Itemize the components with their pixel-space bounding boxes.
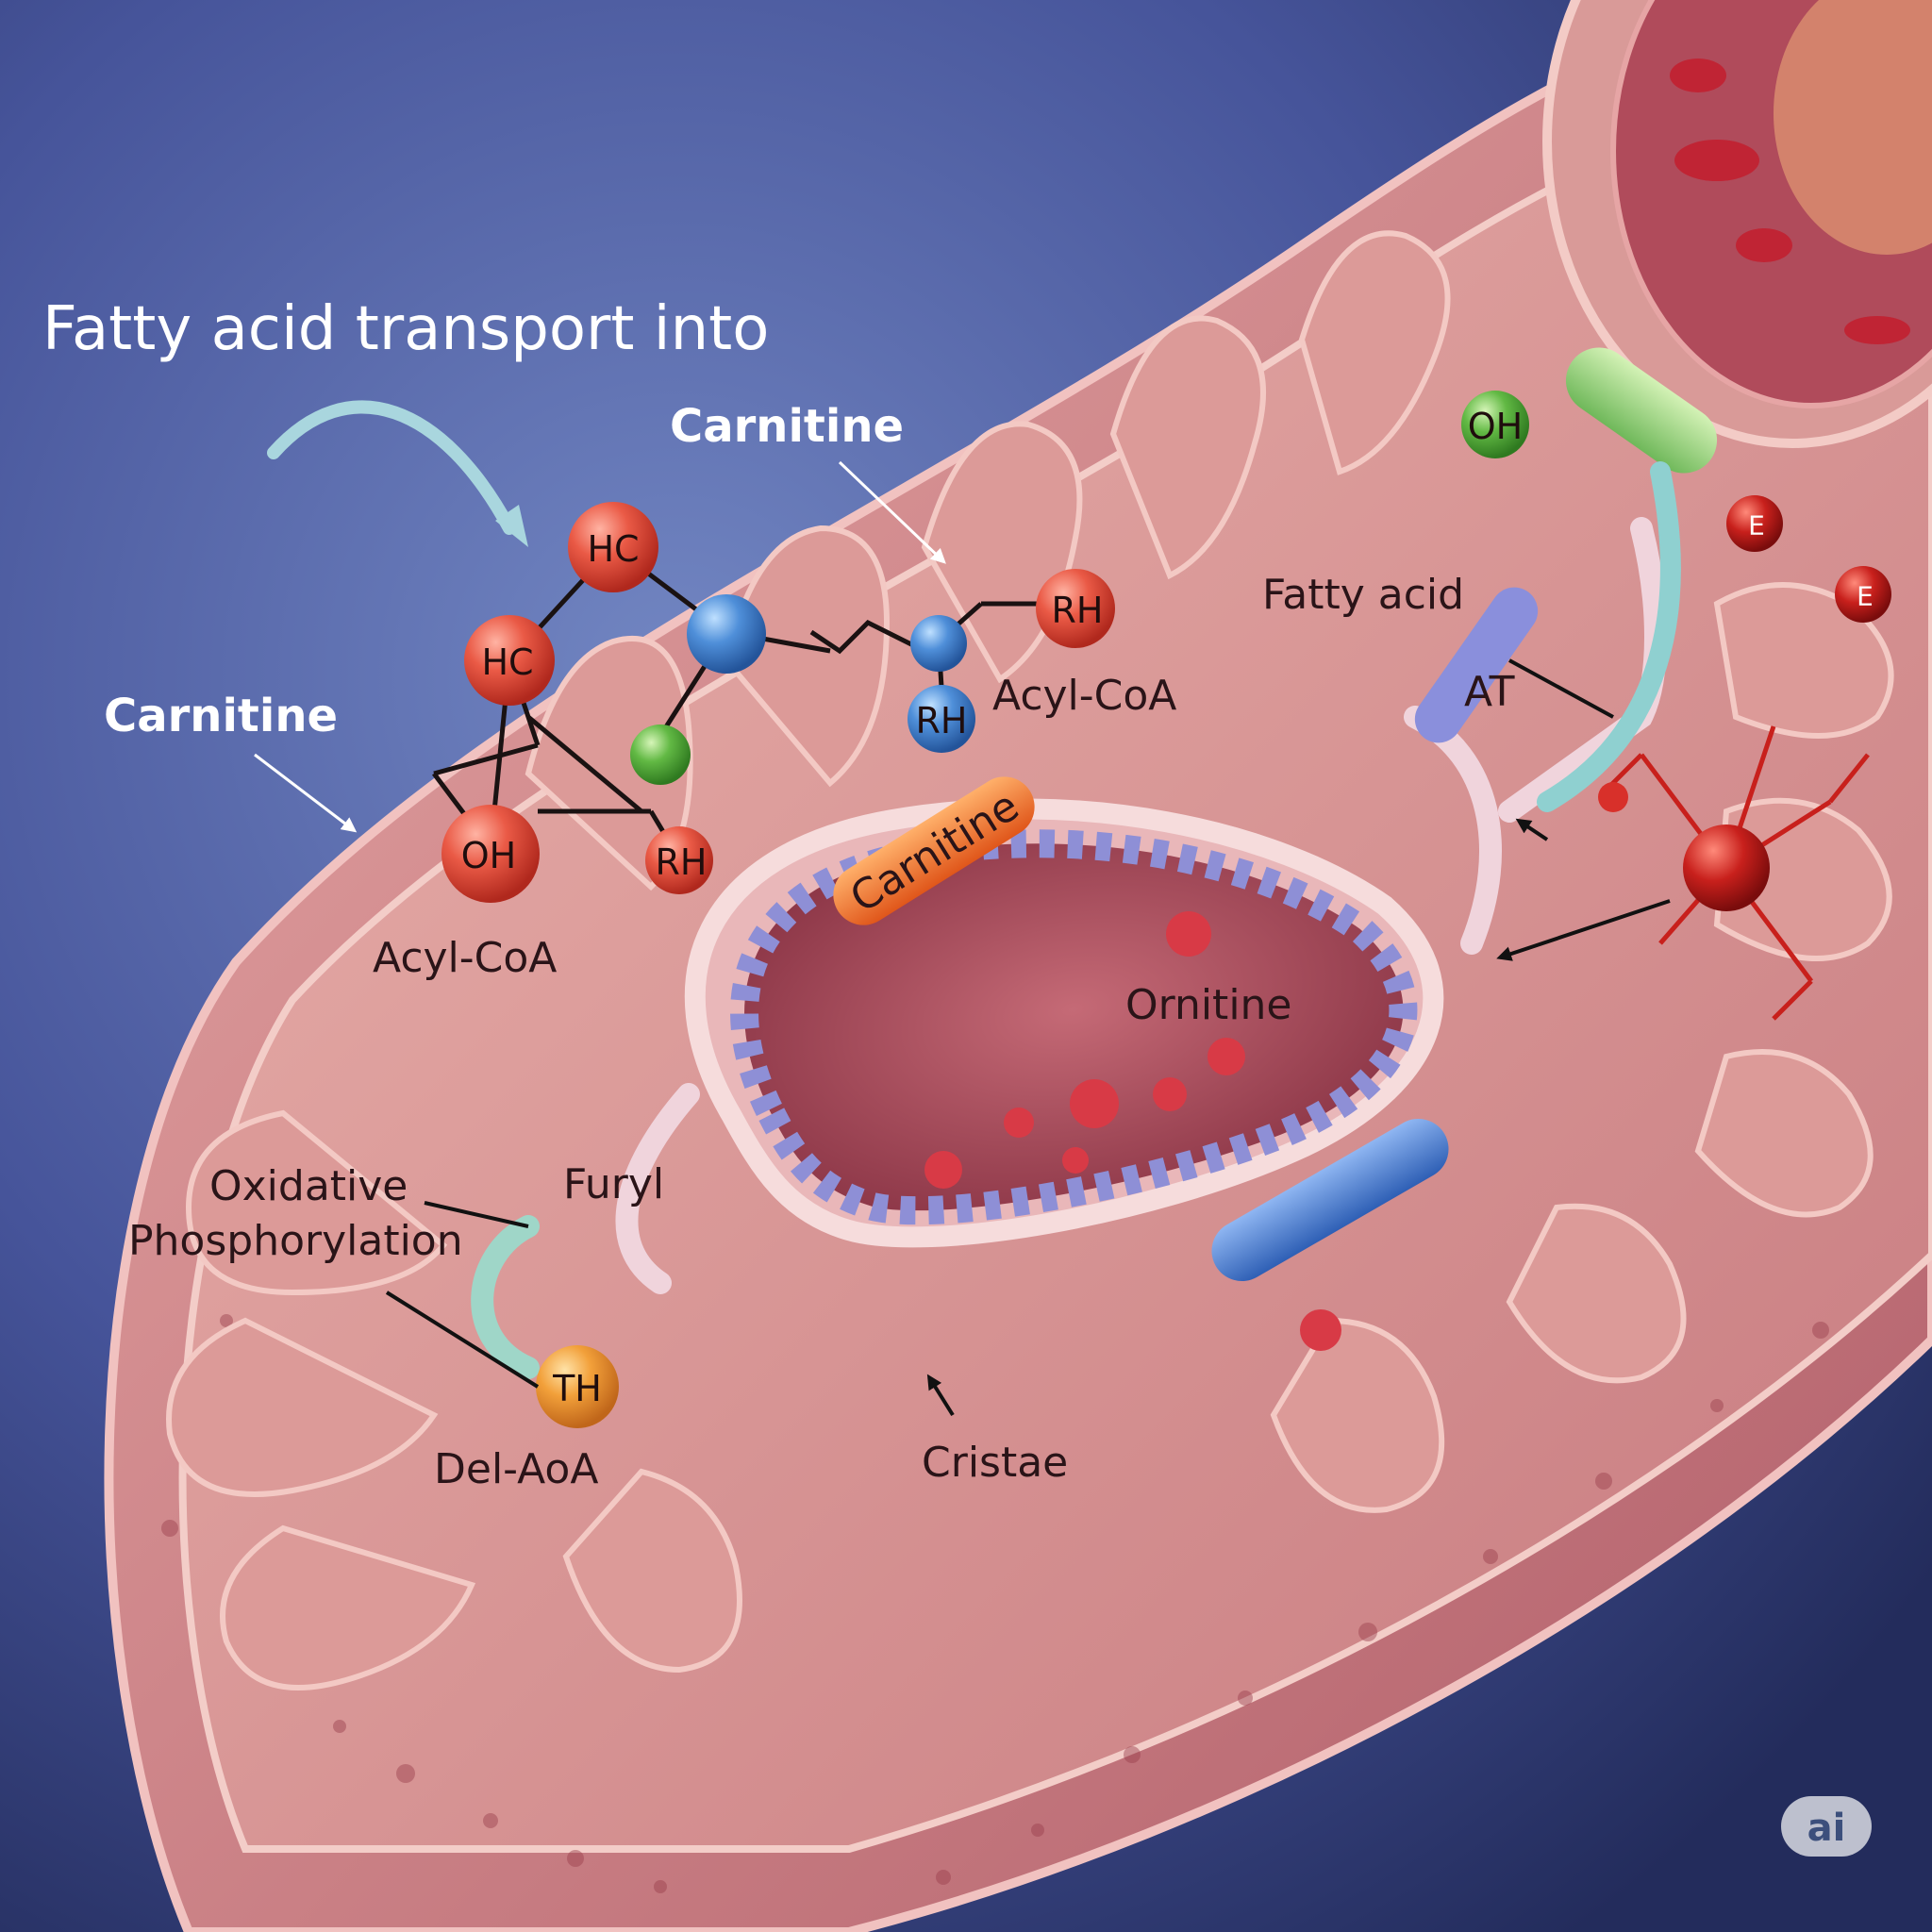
oxidative-pointer: [424, 1201, 529, 1228]
atom-rh-top-right-label: RH: [1052, 590, 1104, 631]
cyan-channel: [1537, 461, 1681, 812]
atom-rh-blue: [908, 685, 975, 753]
label-acyl-coa-left: Acyl-CoA: [373, 934, 557, 982]
label-oxidative: Oxidative: [209, 1162, 408, 1210]
label-fatty-acid: Fatty acid: [1262, 571, 1464, 619]
atom-e-lower-label: E: [1857, 581, 1874, 612]
atom-th-label: TH: [552, 1368, 602, 1409]
label-carnitine-top: Carnitine: [670, 400, 904, 453]
atom-rh-left-label: RH: [656, 841, 708, 883]
label-cristae: Cristae: [922, 1439, 1068, 1487]
red-protein: [1598, 725, 1870, 1021]
atom-oh-green-label: OH: [1468, 406, 1523, 447]
atom-hc-left: [464, 615, 555, 706]
atom-rh-left: [645, 826, 713, 894]
carnitine-top-pointer: [838, 460, 946, 564]
short-pointer: [1515, 818, 1549, 841]
at-pointer: [1508, 658, 1614, 719]
ai-badge: ai: [1781, 1796, 1872, 1857]
phosphorylation-pointer: [385, 1291, 540, 1389]
left-channel: [471, 1215, 540, 1379]
atom-blue-small: [910, 615, 967, 672]
label-carnitine-left: Carnitine: [104, 690, 338, 742]
ai-badge-label: ai: [1807, 1807, 1846, 1850]
diagram-labels: Fatty acid transport into Carnitine Carn…: [42, 294, 1515, 1493]
green-transporter: [1565, 347, 1718, 474]
atom-hc-top-label: HC: [587, 528, 639, 570]
label-furyl: Furyl: [563, 1160, 664, 1208]
atom-th: [536, 1345, 619, 1428]
molecule-atoms: HC HC OH RH RH RH OH TH E E: [441, 391, 1891, 1428]
label-pointers: [254, 400, 1671, 1417]
upper-right-organelle: [1542, 0, 1932, 448]
cristae-pointer: [926, 1374, 955, 1417]
carnitine-left-pointer: [254, 753, 358, 833]
label-acyl-coa-right: Acyl-CoA: [992, 672, 1176, 720]
atom-rh-top-right: [1036, 569, 1115, 648]
diagram-title: Fatty acid transport into: [42, 294, 769, 364]
atom-green-small: [630, 724, 691, 785]
protein-pointer: [1496, 899, 1671, 961]
label-del-aoa: Del-AoA: [434, 1445, 598, 1493]
atom-hc-top: [568, 502, 658, 592]
label-phosphorylation: Phosphorylation: [128, 1217, 463, 1265]
label-at: AT: [1464, 668, 1515, 716]
fatty-acid-transporter: [1414, 587, 1539, 743]
blue-transporter: [1211, 1119, 1449, 1281]
atom-e-lower: [1835, 566, 1891, 623]
atom-blue-central: [687, 594, 766, 674]
label-ornitine: Ornitine: [1125, 981, 1292, 1029]
atom-e-upper-label: E: [1748, 510, 1765, 541]
curved-entry-arrow: [267, 400, 516, 535]
atom-rh-blue-label: RH: [916, 700, 968, 741]
atom-e-upper: [1726, 495, 1783, 552]
atom-hc-left-label: HC: [481, 641, 533, 683]
atom-oh-green: [1461, 391, 1529, 458]
atom-oh-left: [441, 805, 540, 903]
atom-oh-left-label: OH: [461, 835, 516, 876]
cristae-folds: [166, 230, 1894, 1690]
